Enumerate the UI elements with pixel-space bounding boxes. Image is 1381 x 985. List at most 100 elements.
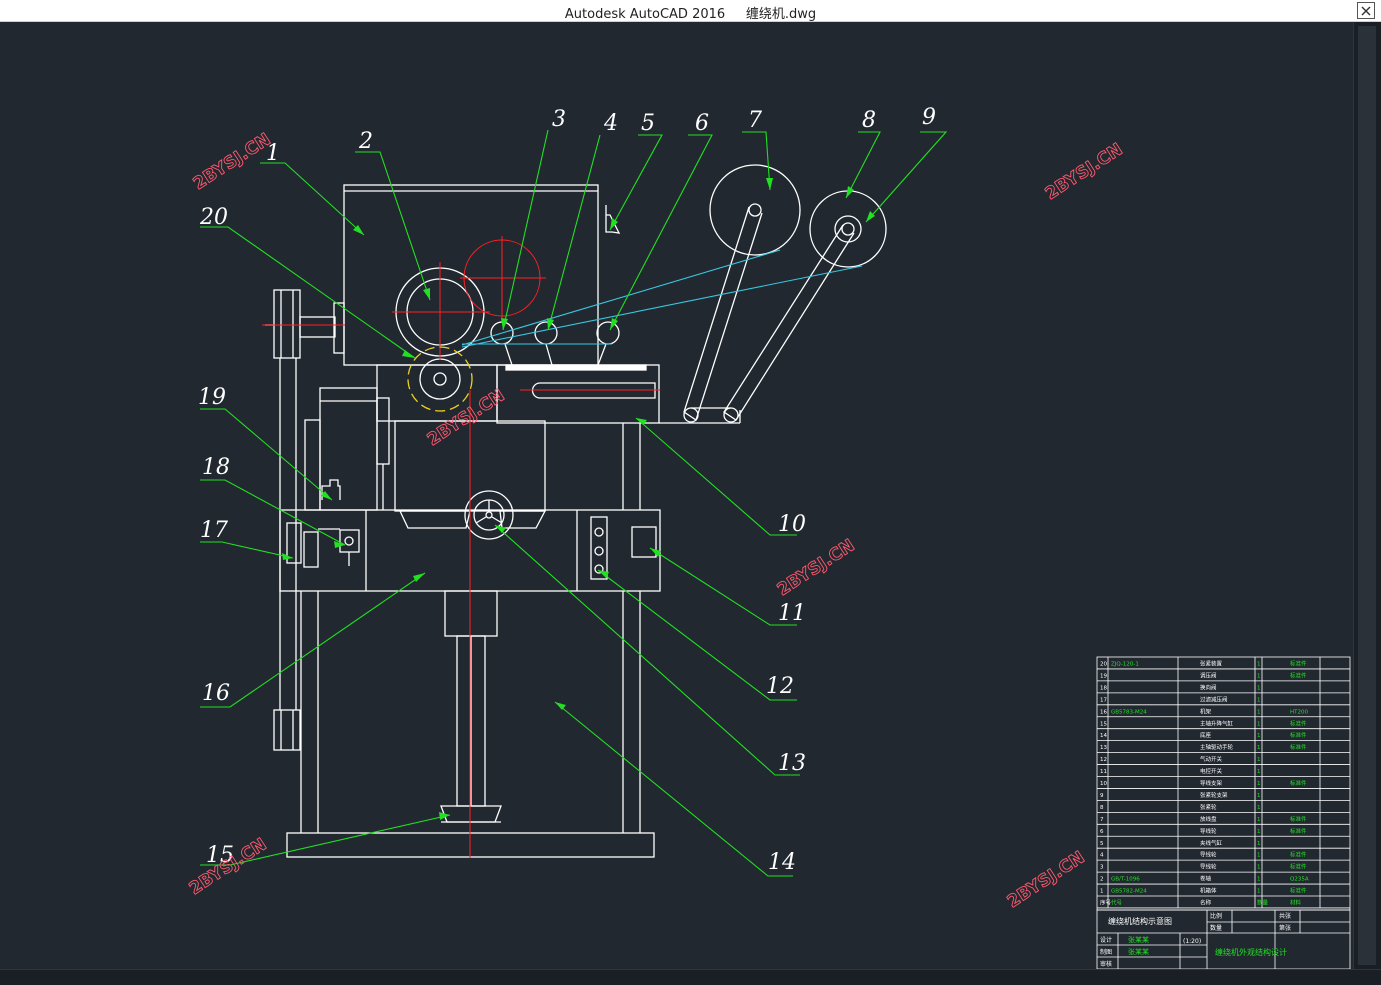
bom-cell: 14 [1100,733,1107,739]
designer-name: 张某某 [1128,935,1149,944]
bom-cell: 标准件 [1290,863,1307,871]
bom-cell: 导线轮 [1200,827,1217,835]
bom-cell: 标准件 [1290,743,1307,751]
vertical-scrollbar[interactable] [1353,22,1381,969]
bom-cell: 19 [1100,673,1107,679]
bom-cell: 17 [1100,697,1107,703]
filter-17-body [286,522,302,564]
part-label-20: 20 [199,205,228,230]
bom-cell: 标准件 [1290,827,1307,835]
part-label-8: 8 [862,108,876,133]
bom-cell: 20 [1100,662,1107,668]
cylinder-foot [440,805,502,823]
scrollbar-thumb[interactable] [1358,26,1376,965]
bom-cell: 张紧装置 [1200,660,1223,668]
guide-wheel-6 [596,321,620,345]
guide-rail [496,364,660,424]
part-label-11: 11 [778,601,806,626]
bom-cell: 数量 [1257,899,1269,907]
leader-arrows [282,178,875,820]
left-column-inner [304,419,321,511]
part-label-4: 4 [603,111,618,136]
row-label-draw: 制图 [1100,948,1112,956]
scale-text: (1:20) [1183,938,1201,945]
arrow-3 [501,318,508,330]
part-label-16: 16 [202,681,230,706]
bom-cell: 1 [1257,865,1261,871]
part-label-5: 5 [641,111,655,136]
bom-cell: 15 [1100,721,1107,727]
arrow-14 [555,702,566,710]
rail-slot [531,382,656,399]
guide-rail-top-strip [505,364,647,371]
handwheel-hub [485,511,493,519]
wire-path [461,249,863,348]
bom-cell: 序号 [1100,899,1112,907]
tension-wheel-outer [809,190,887,268]
tension-arm [723,224,855,421]
bom-cell: 1 [1257,877,1261,883]
valve-19 [321,479,341,500]
bom-cell: 16 [1100,709,1107,715]
part-label-6: 6 [695,111,709,136]
arrow-1 [353,225,364,235]
header-scale: 比例 [1210,912,1222,920]
bom-cell: 导线支架 [1200,779,1223,787]
part-label-19: 19 [198,385,226,410]
bom-cell: 1 [1257,793,1261,799]
bom-cell: 名称 [1200,899,1212,907]
valve-18-knob [344,536,354,546]
bom-cell: 1 [1257,685,1261,691]
horizontal-scrollbar[interactable] [0,969,1381,985]
part-label-14: 14 [768,850,796,875]
close-button[interactable] [1357,2,1375,19]
shaft-bearing [333,302,345,354]
cad-drawing[interactable]: 1 2 3 4 5 6 7 8 9 10 11 12 13 14 15 16 1… [0,22,1353,969]
arrow-9 [866,211,875,222]
bom-cell: 导线轮 [1200,851,1217,859]
valve-18-body [339,529,360,553]
button-3 [594,564,604,574]
wire-1 [461,249,781,346]
cylinder-top [444,590,498,637]
bom-cell: 2 [1100,877,1104,883]
title-frame [1096,909,1351,969]
bom-cell: 1 [1257,757,1261,763]
bom-cell: HT200 [1290,709,1308,715]
pulley-disk [273,289,301,359]
tension-wheel-mid [834,215,862,243]
bom-cell: 1 [1257,781,1261,787]
part-labels: 1 2 3 4 5 6 7 8 9 10 11 12 13 14 15 16 1… [198,105,936,875]
bom-cell: 3 [1100,865,1104,871]
bom-cell: 13 [1100,745,1107,751]
bom-cell: 8 [1100,805,1104,811]
filter-17-cup [303,531,319,568]
bom-cell: 标准件 [1290,887,1307,895]
bom-cell: 导线轮 [1200,863,1217,871]
bom-cell: 1 [1257,841,1261,847]
drawing-canvas[interactable]: 1 2 3 4 5 6 7 8 9 10 11 12 13 14 15 16 1… [0,22,1381,984]
leader-3 [502,129,549,331]
part-label-12: 12 [766,674,794,699]
handwheel-outer [464,490,514,540]
leader-5 [609,134,663,231]
bom-cell: 标准件 [1290,719,1307,727]
leader-9 [865,131,948,223]
leader-16 [200,572,426,708]
wheel6-stem [597,343,607,366]
leader-1 [260,162,365,236]
bom-cell: 1 [1257,673,1261,679]
leader-15 [200,814,451,866]
payoff-arm [683,206,763,422]
arrow-6 [610,318,618,330]
bom-cell: 10 [1100,781,1107,787]
bom-cell: 张紧轮支架 [1200,791,1228,799]
bom-cell: 1 [1257,889,1261,895]
bom-cell: 标准件 [1290,671,1307,679]
bom-cell: 11 [1100,769,1107,775]
bom-cell: 1 [1100,889,1104,895]
watermark-1: 2BYSJ.CN [190,130,275,195]
tension-wheel-hub [841,222,855,236]
leader-7 [742,131,771,191]
